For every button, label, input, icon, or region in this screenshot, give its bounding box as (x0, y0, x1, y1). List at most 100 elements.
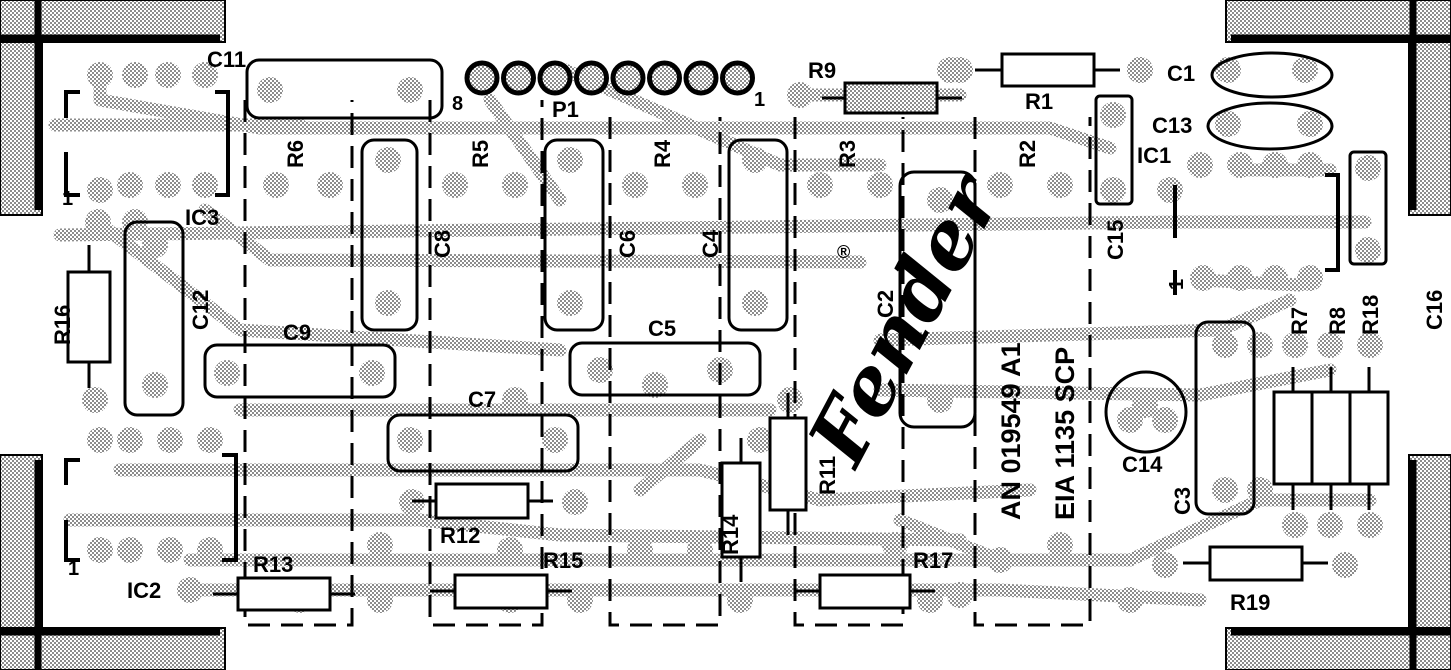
fender-logo: Fender (789, 156, 1021, 480)
solder-pad (1332, 552, 1358, 578)
solder-pad (87, 537, 113, 563)
solder-pad (927, 187, 953, 213)
connector-pin (574, 60, 609, 96)
registered-mark: ® (837, 242, 850, 262)
solder-pad (1212, 332, 1238, 358)
connector-pin (720, 60, 755, 96)
solder-pad (317, 172, 343, 198)
solder-pad (155, 172, 181, 198)
label-p1: P1 (552, 97, 579, 122)
solder-pad (542, 427, 568, 453)
label-c3: C3 (1170, 487, 1195, 515)
solder-pad (917, 587, 943, 613)
solder-pad (397, 427, 423, 453)
solder-pad (157, 537, 183, 563)
pin-mark-1-ic1: 1 (1166, 279, 1188, 290)
solder-pad (867, 172, 893, 198)
solder-pad (1152, 552, 1178, 578)
solder-pad (742, 290, 768, 316)
solder-pad (157, 427, 183, 453)
pin-mark-8: 8 (452, 93, 463, 115)
component-outlines (123, 51, 1388, 516)
solder-pads (82, 57, 1383, 613)
solder-pad (442, 172, 468, 198)
solder-pad (947, 582, 973, 608)
pin-mark-1-ic2: 1 (68, 558, 79, 580)
ic-brackets (64, 90, 1340, 562)
label-r2: R2 (1015, 140, 1040, 168)
solder-pad (197, 537, 223, 563)
copper-traces (48, 63, 1377, 607)
label-r9: R9 (808, 58, 836, 83)
solder-pad (117, 537, 143, 563)
solder-pad (927, 387, 953, 413)
solder-pad (263, 172, 289, 198)
solder-pad (1247, 332, 1273, 358)
solder-pad (627, 537, 653, 563)
solder-pad (142, 372, 168, 398)
label-r15: R15 (543, 548, 583, 573)
solder-pad (117, 427, 143, 453)
solder-pad (502, 387, 528, 413)
solder-pad (359, 360, 385, 386)
solder-pad (1297, 111, 1323, 137)
solder-pad (85, 209, 111, 235)
label-c8: C8 (430, 230, 455, 258)
label-c6: C6 (615, 230, 640, 258)
solder-pad (1292, 57, 1318, 83)
board-id-line-2: EIA 1135 SCP (1050, 347, 1080, 520)
label-r18: R18 (1358, 295, 1383, 335)
solder-pad (1317, 332, 1343, 358)
solder-pad (1247, 477, 1273, 503)
solder-pad (622, 172, 648, 198)
label-c13: C13 (1152, 113, 1192, 138)
label-r11: R11 (815, 456, 840, 495)
connector-pin (610, 60, 646, 96)
dashed-outlines (243, 100, 1092, 627)
solder-pad (557, 290, 583, 316)
solder-pad (937, 57, 963, 83)
label-ic2: IC2 (127, 578, 161, 603)
label-ic1: IC1 (1137, 143, 1171, 168)
solder-pad (1227, 265, 1253, 291)
solder-pad (142, 232, 168, 258)
solder-pad (87, 62, 113, 88)
solder-pad (1297, 152, 1323, 178)
label-r3: R3 (835, 140, 860, 168)
label-c14: C14 (1122, 452, 1163, 477)
solder-pad (1117, 407, 1143, 433)
label-c9: C9 (283, 320, 311, 345)
solder-pad (397, 77, 423, 103)
solder-pad (1317, 512, 1343, 538)
connector-pin (537, 60, 573, 96)
solder-pad (375, 290, 401, 316)
label-c1: C1 (1167, 61, 1195, 86)
solder-pad (1152, 407, 1178, 433)
solder-pad (807, 172, 833, 198)
solder-pad (777, 387, 803, 413)
solder-pad (257, 77, 283, 103)
solder-pad (987, 547, 1013, 573)
solder-pad (1227, 152, 1253, 178)
solder-pad (562, 489, 588, 515)
label-c5: C5 (648, 316, 676, 341)
label-r1: R1 (1025, 89, 1053, 114)
solder-pad (682, 172, 708, 198)
label-c15: C15 (1103, 220, 1128, 260)
label-r4: R4 (650, 139, 675, 168)
solder-pad (197, 427, 223, 453)
label-r16: R16 (50, 305, 75, 345)
label-c11: C11 (207, 47, 246, 72)
label-r17: R17 (913, 548, 953, 573)
solder-pad (1100, 177, 1126, 203)
label-c2: C2 (873, 290, 898, 318)
solder-pad (1355, 155, 1381, 181)
pin-mark-1-p1: 1 (754, 89, 765, 111)
solder-pad (192, 172, 218, 198)
label-r13: R13 (253, 552, 293, 577)
solder-pad (192, 62, 218, 88)
solder-pad (1100, 102, 1126, 128)
solder-pad (567, 587, 593, 613)
solder-pad (122, 62, 148, 88)
